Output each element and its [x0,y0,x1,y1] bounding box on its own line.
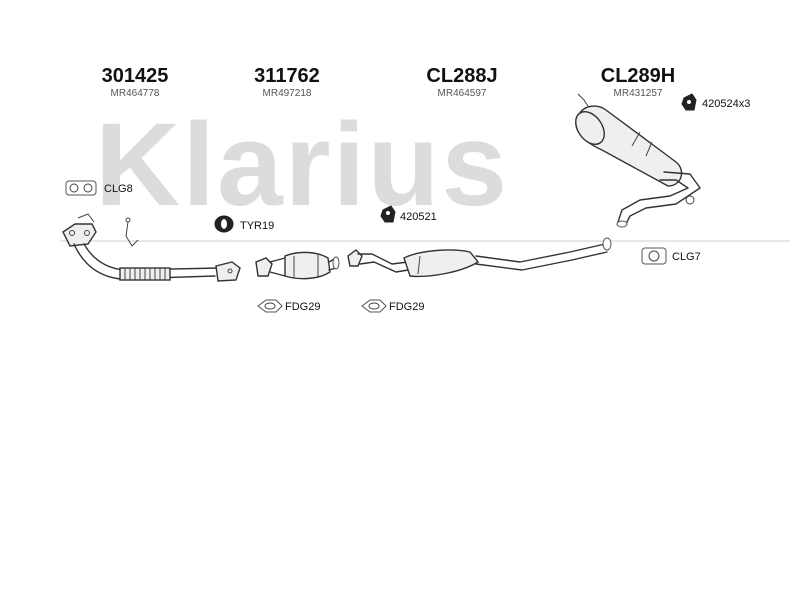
oem-number-centre-silencer: MR464597 [438,88,487,99]
part-number-centre-silencer: CL288J [426,65,497,87]
rear-silencer-part [575,93,701,228]
clamp-clg7-part [641,247,667,265]
part-number-catalyst: 311762 [254,65,320,87]
label-clg7: CLG7 [672,251,701,263]
label-fdg29-b: FDG29 [389,301,424,313]
gasket-fdg29-b-part [361,299,387,313]
front-pipe-part [62,213,241,282]
label-420524x3: 420524x3 [702,98,750,110]
label-420521: 420521 [400,211,437,223]
oem-number-catalyst: MR497218 [263,88,312,99]
part-number-front-pipe: 301425 [102,65,169,87]
label-fdg29-a: FDG29 [285,301,320,313]
gasket-fdg29-a-part [257,299,283,313]
clamp-clg8-part [65,180,97,196]
rubber-tyr19-part [214,215,234,233]
rubber-420524-part [681,93,697,111]
oem-number-front-pipe: MR464778 [111,88,160,99]
rubber-420521-part [380,205,396,223]
oem-number-rear-silencer: MR431257 [614,88,663,99]
centre-silencer-part [347,237,612,278]
brand-watermark: Klarius [95,99,509,231]
label-clg8: CLG8 [104,183,133,195]
catalyst-part [255,251,340,280]
part-number-rear-silencer: CL289H [601,65,675,87]
label-tyr19: TYR19 [240,220,274,232]
